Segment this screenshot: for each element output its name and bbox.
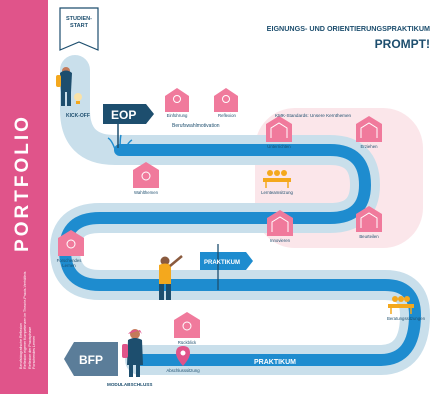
reflexion-label: Reflexion [218,113,236,118]
innovieren-label: Innovieren [269,238,291,243]
kickoff-label: KICK-OFF [66,113,90,119]
start-flag [59,7,99,51]
abschluss-label: Abschlusssitzung [166,368,200,373]
wahlthemen-label: Wahlthemen [134,190,158,195]
unterrichten-label: Unterrichten [267,144,291,149]
badge-unterrichten [266,116,292,142]
lernteam-icon [263,170,291,188]
lernteam-label: Lernteamsitzung [261,190,293,195]
eop-label: EOP [111,108,136,122]
badge-forschendes [58,230,84,256]
bfp-label: BFP [79,353,103,367]
start-label: STUDIEN- START [66,16,92,29]
beratung-icon [388,296,414,314]
student-figure-praktikum [159,255,183,300]
rueckblick-label: Rückblick [177,340,197,345]
header-title: PROMPT! [374,37,430,51]
praktikum-sign [200,252,253,270]
badge-reflexion [214,88,238,112]
portfolio-bar [0,0,48,394]
badge-wahlthemen [133,162,159,188]
berufswahl-label: Berufswahlmotivation [172,123,220,129]
bfp-sign [64,342,118,376]
student-figure-end [122,329,143,377]
header-subtitle: EIGNUNGS- UND ORIENTIERUNGSPRAKTIKUM [266,24,430,33]
modul-label: MODULABSCHLUSS [107,382,153,387]
praktikum-sign-label: PRAKTIKUM [204,260,240,266]
erziehen-label: Erziehen [360,144,378,149]
beratung-label: Beratungssitzungen [387,316,425,321]
praktikum-road-label: PRAKTIKUM [254,359,296,366]
portfolio-note: Forschendes Lernen [32,335,37,369]
plant-icon [107,134,133,153]
location-pin-icon [176,346,190,366]
kmk-title: KMK-Standards: Unsere Kernthemen [275,113,352,118]
badge-rueckblick [174,312,200,338]
badge-erziehen [356,116,382,142]
einfuehrung-label: Einführung [166,113,188,118]
badge-beurteilen [356,206,382,232]
lightbulb-icon [74,93,82,104]
badge-innovieren [267,210,293,236]
forschendes-label: Forschendes Lernen [56,258,82,268]
eop-sign [103,104,154,124]
beurteilen-label: Beurteilen [359,234,379,239]
student-figure-start [56,67,72,106]
portfolio-notes: Berufsbiografische Reflexion Reflexion e… [19,249,37,369]
badge-einfuehrung [165,88,189,112]
